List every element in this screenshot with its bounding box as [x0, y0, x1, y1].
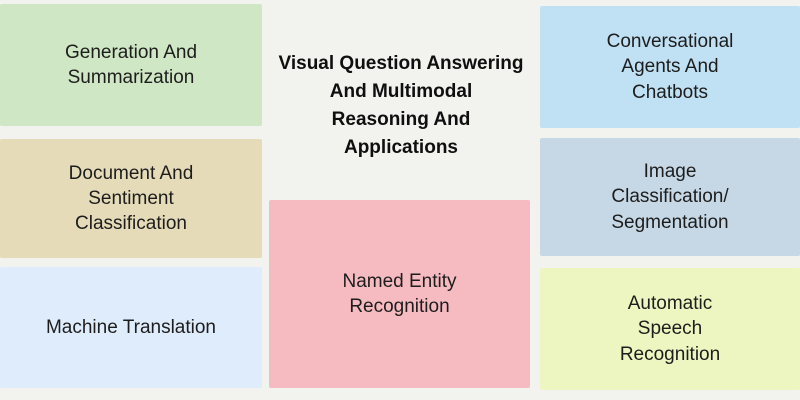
- box-image-classification-segmentation-label: Image Classification/ Segmentation: [611, 161, 729, 233]
- box-generation-and-summarization-label: Generation And Summarization: [64, 41, 198, 88]
- box-machine-translation-label: Machine Translation: [45, 316, 217, 338]
- box-generation-and-summarization: Generation And Summarization: [0, 4, 262, 126]
- box-automatic-speech-recognition-label: Automatic Speech Recognition: [619, 293, 721, 365]
- box-image-classification-segmentation: Image Classification/ Segmentation: [540, 138, 800, 256]
- box-conversational-agents-and-chatbots: Conversational Agents And Chatbots: [540, 6, 800, 128]
- box-named-entity-recognition-label: Named Entity Recognition: [342, 270, 457, 317]
- box-document-and-sentiment-classification: Document And Sentiment Classification: [0, 139, 262, 258]
- box-document-and-sentiment-classification-label: Document And Sentiment Classification: [68, 162, 194, 235]
- box-conversational-agents-and-chatbots-label: Conversational Agents And Chatbots: [606, 31, 734, 103]
- box-named-entity-recognition: Named Entity Recognition: [269, 200, 530, 388]
- diagram-title: Visual Question Answering And Multimodal…: [278, 53, 524, 158]
- box-machine-translation: Machine Translation: [0, 267, 262, 388]
- box-automatic-speech-recognition: Automatic Speech Recognition: [540, 268, 800, 390]
